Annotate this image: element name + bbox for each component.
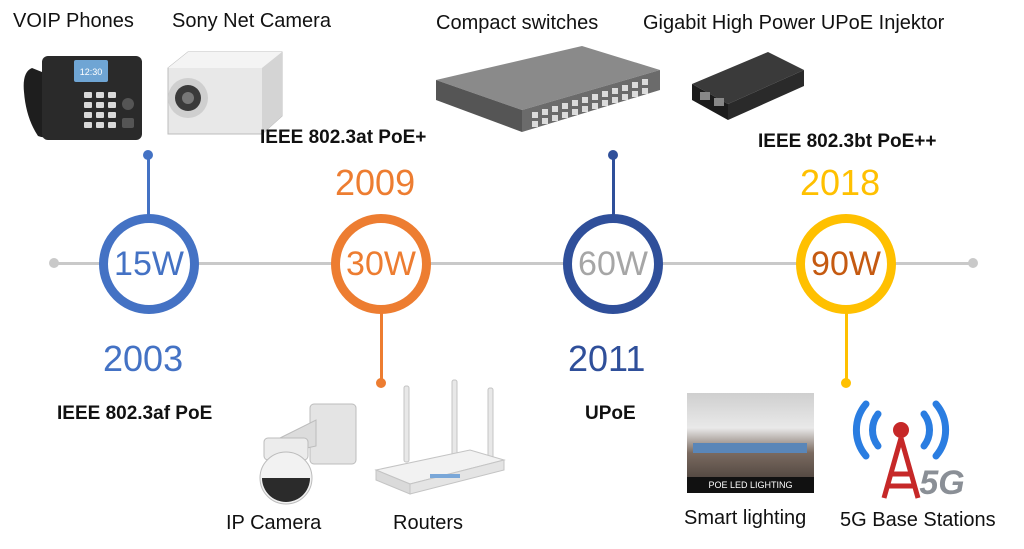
5g-tower-icon: 5G [852,400,965,502]
stem-60w [612,155,615,217]
label-upoe-injector: Gigabit High Power UPoE Injektor [643,12,945,34]
label-sony-net-camera: Sony Net Camera [172,10,331,32]
stem-90w [845,310,848,382]
timeline-start-dot [49,258,59,268]
watts-30w: 30W [346,244,416,283]
label-ip-camera: IP Camera [226,512,322,534]
voip-phone-icon: 12:30 [23,56,142,140]
switch-icon [436,46,660,132]
lighting-caption: POE LED LIGHTING [687,477,814,493]
phone-clock: 12:30 [80,67,103,77]
year-2003: 2003 [103,338,184,379]
standard-2018: IEEE 802.3bt PoE++ [758,131,937,152]
stem-dot-30w [376,378,386,388]
poe-injector-icon [692,52,804,120]
ring-90w: 90W [796,214,896,314]
stem-15w [147,155,150,217]
ring-60w: 60W [563,214,663,314]
fiveg-text: 5G [919,464,964,502]
label-compact-switches: Compact switches [436,12,599,34]
led-lighting-photo: POE LED LIGHTING [687,393,814,493]
timeline-end-dot [968,258,978,268]
stem-dot-60w [608,150,618,160]
ring-15w: 15W [99,214,199,314]
net-camera-icon [167,51,283,135]
timeline-line [54,262,974,265]
label-5g-base-stations: 5G Base Stations [840,509,996,531]
watts-90w: 90W [811,244,881,283]
router-icon [374,379,506,495]
stem-dot-90w [841,378,851,388]
year-2018: 2018 [800,162,881,203]
label-voip-phones: VOIP Phones [13,10,134,32]
watts-15w: 15W [114,244,184,283]
ring-30w: 30W [331,214,431,314]
label-routers: Routers [393,512,464,534]
stem-30w [380,310,383,382]
standard-2009: IEEE 802.3at PoE+ [260,127,427,148]
stem-dot-15w [143,150,153,160]
standard-2011: UPoE [585,403,636,424]
year-2011: 2011 [568,338,646,379]
watts-60w: 60W [578,244,648,283]
ptz-camera-icon [259,403,357,505]
year-2009: 2009 [335,162,416,203]
standard-2003: IEEE 802.3af PoE [57,403,213,424]
label-smart-lighting: Smart lighting [684,507,807,529]
